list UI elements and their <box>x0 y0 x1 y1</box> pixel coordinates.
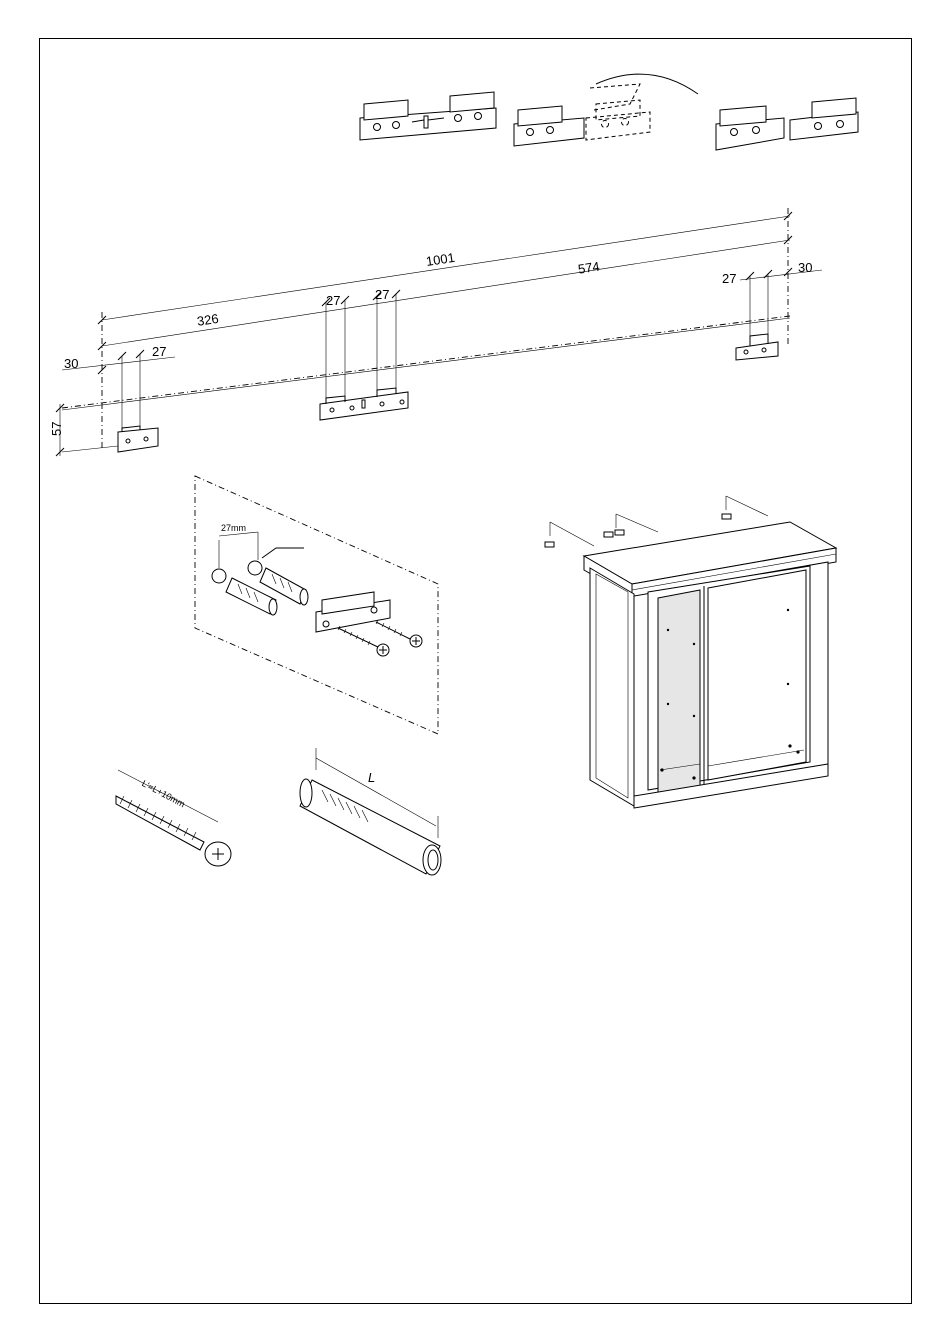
dimension-total-label: 1001 <box>425 250 456 269</box>
dimension-right-span-label: 574 <box>577 259 601 277</box>
wall-hole-left <box>212 569 226 583</box>
mounting-axis-line <box>62 316 790 408</box>
dimension-bracket-label-1: 27 <box>326 293 340 308</box>
dimension-line-lower <box>62 446 118 452</box>
bracket-left <box>118 426 158 452</box>
detail-screw-upper <box>376 620 422 647</box>
screw-spec: L'=L+10mm <box>116 770 231 866</box>
detail-screw-lower <box>338 626 389 656</box>
plug-length-label: L <box>368 770 375 785</box>
detail-frame <box>195 476 438 734</box>
dimension-left-offset-label: 30 <box>64 356 78 371</box>
dimension-bracket-label-2: 27 <box>375 287 389 302</box>
bracket-right <box>736 334 778 360</box>
wall-plug-spec: L <box>300 748 441 875</box>
dimension-left-span-label: 326 <box>196 311 220 329</box>
bracket-center <box>320 388 408 420</box>
screw-length-formula: L'=L+10mm <box>140 778 186 809</box>
hole-spacing-label: 27mm <box>221 523 246 533</box>
separated-rails <box>716 98 858 150</box>
dimension-line-upper <box>62 318 790 410</box>
dimension-height-label: 57 <box>49 422 64 436</box>
rail-break-sequence <box>360 74 858 150</box>
dimension-line-total <box>102 216 790 320</box>
cabinet-side-panel <box>590 568 634 806</box>
full-rail <box>360 92 496 140</box>
mounting-detail: 27mm <box>195 476 438 734</box>
dimension-drawing: 1001 326 574 27 27 27 27 30 30 57 <box>49 208 822 456</box>
wall-hole-right <box>248 561 262 575</box>
cabinet-illustration <box>545 496 836 808</box>
dimension-bracket-label-3: 27 <box>152 344 166 359</box>
bending-rail <box>514 74 698 146</box>
dimension-right-offset-label: 30 <box>798 260 812 275</box>
dimension-bracket-label-4: 27 <box>722 271 736 286</box>
